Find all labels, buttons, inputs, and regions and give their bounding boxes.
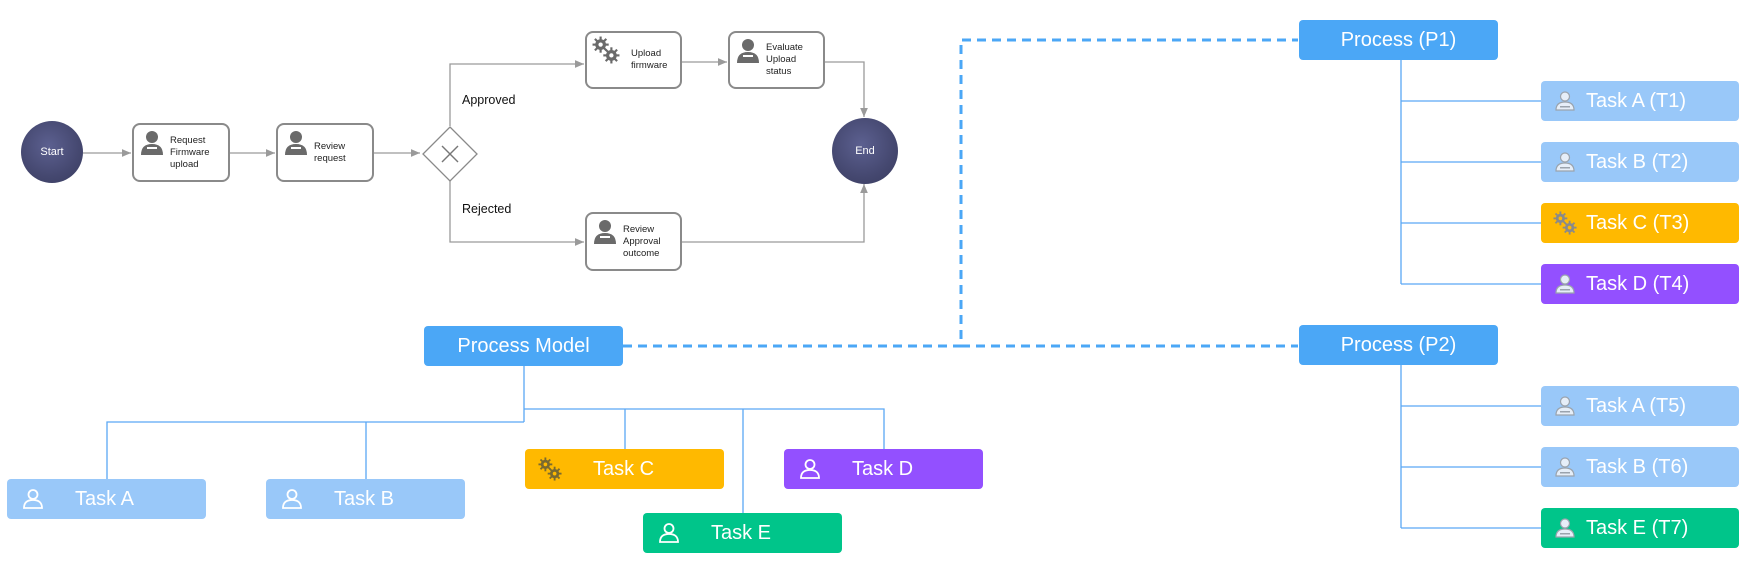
user-icon xyxy=(659,523,679,543)
model-task-label: Task E xyxy=(711,521,772,544)
user-icon xyxy=(1555,457,1575,477)
gears-icon xyxy=(1553,211,1577,235)
p1-task-t2[interactable]: Task B (T2) xyxy=(1541,142,1739,182)
model-task-label: Task B xyxy=(334,487,395,510)
p1-task-label: Task C (T3) xyxy=(1586,211,1690,234)
process-model-node[interactable]: Process Model xyxy=(424,326,623,366)
user-icon xyxy=(23,489,43,509)
model-task-e[interactable]: Task E xyxy=(643,513,842,553)
user-icon xyxy=(285,131,307,155)
exclusive-gateway-icon xyxy=(422,126,478,182)
gears-icon xyxy=(538,457,562,481)
p1-task-t1[interactable]: Task A (T1) xyxy=(1541,81,1739,121)
user-icon xyxy=(1555,396,1575,416)
gears-icon xyxy=(592,36,620,64)
process-p1-node[interactable]: Process (P1) xyxy=(1299,20,1498,60)
model-task-label: Task A xyxy=(75,487,134,510)
approved-label: Approved xyxy=(462,93,516,107)
end-event-label: End xyxy=(855,145,875,157)
user-icon xyxy=(800,459,820,479)
p2-task-t6[interactable]: Task B (T6) xyxy=(1541,447,1739,487)
p2-task-label: Task E (T7) xyxy=(1586,516,1689,539)
start-event: Start xyxy=(21,121,83,183)
tree-line-task-d xyxy=(524,408,885,449)
end-event: End xyxy=(832,118,898,184)
model-task-b[interactable]: Task B xyxy=(266,479,465,519)
flow-outcome-to-end xyxy=(682,184,868,243)
flow-rejected xyxy=(449,180,584,246)
user-icon xyxy=(141,131,163,155)
flow-evaluate-to-end xyxy=(825,61,868,117)
tree-line-task-a xyxy=(106,421,524,479)
p1-task-label: Task D (T4) xyxy=(1586,272,1690,295)
user-icon xyxy=(1555,91,1575,111)
model-task-c[interactable]: Task C xyxy=(525,449,724,489)
task-label: Review Approval outcome xyxy=(623,223,661,259)
p1-task-t3[interactable]: Task C (T3) xyxy=(1541,203,1739,243)
user-icon xyxy=(282,489,302,509)
user-icon xyxy=(737,39,759,63)
task-evaluate-upload-status[interactable]: Evaluate Upload status xyxy=(728,31,825,89)
user-icon xyxy=(1555,518,1575,538)
user-icon xyxy=(1555,152,1575,172)
p1-task-label: Task A (T1) xyxy=(1586,89,1687,112)
dashed-link-model-to-p1 xyxy=(623,38,1298,348)
p2-task-label: Task A (T5) xyxy=(1586,394,1687,417)
task-request-firmware-upload[interactable]: Request Firmware upload xyxy=(132,123,230,182)
user-icon xyxy=(1555,274,1575,294)
p1-task-t4[interactable]: Task D (T4) xyxy=(1541,264,1739,304)
task-label: Upload firmware xyxy=(631,48,668,71)
task-review-request[interactable]: Review request xyxy=(276,123,374,182)
p2-task-t7[interactable]: Task E (T7) xyxy=(1541,508,1739,548)
task-label: Evaluate Upload status xyxy=(766,42,803,77)
model-task-d[interactable]: Task D xyxy=(784,449,983,489)
process-p2-node[interactable]: Process (P2) xyxy=(1299,325,1498,365)
exclusive-gateway[interactable] xyxy=(422,126,478,182)
task-label: Request Firmware upload xyxy=(170,134,210,170)
p1-task-label: Task B (T2) xyxy=(1586,150,1689,173)
model-task-label: Task D xyxy=(852,457,914,480)
rejected-label: Rejected xyxy=(462,202,512,216)
model-task-label: Task C xyxy=(593,457,655,480)
task-review-approval-outcome[interactable]: Review Approval outcome xyxy=(585,212,682,271)
task-upload-firmware[interactable]: Upload firmware xyxy=(585,31,682,89)
process-p1-label: Process (P1) xyxy=(1340,28,1457,51)
task-label: Review request xyxy=(314,140,346,164)
model-task-a[interactable]: Task A xyxy=(7,479,206,519)
process-p2-label: Process (P2) xyxy=(1340,333,1457,356)
user-icon xyxy=(594,220,616,244)
process-model-label: Process Model xyxy=(457,334,590,357)
p2-task-label: Task B (T6) xyxy=(1586,455,1689,478)
flow-approved xyxy=(449,60,584,126)
p2-task-t5[interactable]: Task A (T5) xyxy=(1541,386,1739,426)
start-event-label: Start xyxy=(40,146,64,158)
